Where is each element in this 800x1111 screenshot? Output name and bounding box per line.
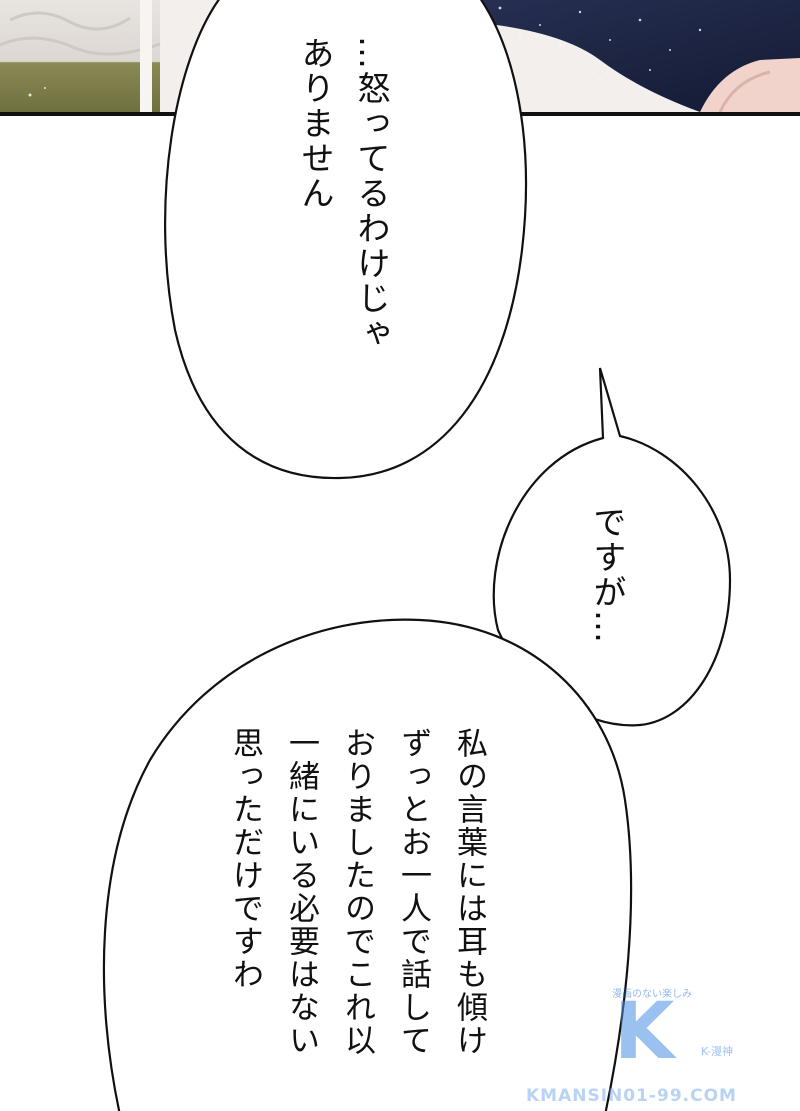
bubble-large-line-4: 一緒にいる必要はない [283, 727, 319, 1057]
speech-bubble-top [164, 0, 528, 480]
bubble-top-line-2: ありません [296, 36, 335, 211]
speech-bubble-small [492, 367, 732, 727]
bubble-large-line-2: ずっとお一人で話して [395, 727, 431, 1057]
bubble-top-line-1: …怒ってるわけじゃ [352, 36, 391, 351]
speech-bubble-large [102, 618, 633, 1111]
watermark-url: KMANSIN01-99.COM [526, 1086, 737, 1106]
watermark-sub: K-漫神 [701, 1045, 734, 1058]
watermark-tagline: 漫画のない楽しみ [612, 989, 692, 1000]
watermark-logo: K [614, 987, 675, 1077]
bubble-large-line-3: おりましたのでこれ以 [339, 727, 375, 1057]
bubble-large-line-1: 私の言葉には耳も傾け [451, 727, 487, 1057]
bubble-small-line-1: ですが… [588, 505, 627, 645]
bubble-large-line-5: 思っただけですわ [227, 727, 263, 991]
watermark: 漫画のない楽しみ K K-漫神 KMANSIN01-99.COM [526, 985, 800, 1111]
